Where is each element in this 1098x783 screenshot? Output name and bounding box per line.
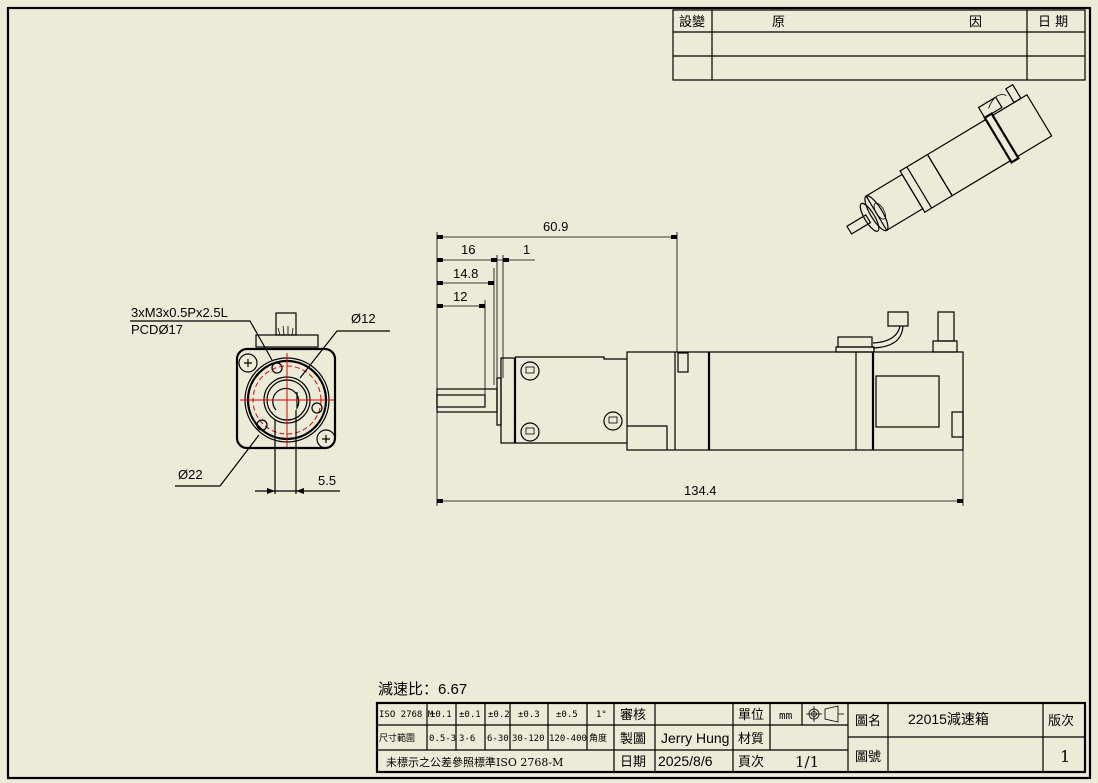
- projection-symbol-icon: [806, 705, 844, 723]
- tolerance-standard: ISO 2768 M: [379, 710, 434, 720]
- drawn-label: 製圖: [620, 732, 646, 747]
- thread-callout: 3xM3x0.5Px2.5L: [131, 305, 228, 320]
- dim-total-length: 134.4: [684, 483, 717, 498]
- revision-table: 設變 原 因 日 期: [672, 9, 1086, 81]
- rev-header-reason-2: 因: [969, 15, 982, 30]
- dim-shaft-dia: Ø12: [351, 311, 376, 326]
- dim-gearbox-length: 60.9: [543, 219, 568, 234]
- range-4: 30-120: [512, 734, 545, 744]
- title-block: ISO 2768 M ±0.1 ±0.1 ±0.2 ±0.3 ±0.5 1° 尺…: [375, 701, 1087, 774]
- date-label: 日期: [620, 755, 646, 770]
- unit-value: mm: [779, 709, 793, 722]
- version-value: 1: [1060, 747, 1070, 766]
- dim-flat: 5.5: [318, 473, 336, 488]
- range-2: 3-6: [459, 734, 475, 744]
- reduction-ratio: 減速比：6.67: [378, 681, 467, 698]
- dim-1: 1: [523, 242, 530, 257]
- drawing-name: 22015減速箱: [908, 711, 989, 727]
- dim-12: 12: [453, 289, 467, 304]
- rev-header-change: 設變: [679, 14, 705, 30]
- dim-16: 16: [461, 242, 475, 257]
- tolerance-1: ±0.1: [430, 710, 452, 720]
- version-label: 版次: [1048, 713, 1074, 729]
- front-view: 3xM3x0.5Px2.5L PCDØ17 Ø12 Ø22 5.5: [130, 305, 390, 494]
- rev-header-date: 日 期: [1038, 15, 1068, 30]
- tolerance-4: ±0.3: [518, 710, 540, 720]
- drawing-number-label: 圖號: [855, 750, 881, 765]
- dim-outer-dia: Ø22: [178, 467, 203, 482]
- range-label: 尺寸範圍: [379, 732, 415, 744]
- range-5: 120-400: [549, 734, 587, 744]
- drawing-name-label: 圖名: [855, 713, 881, 729]
- side-view: 60.9 16 1 14.8 12 134.4: [436, 219, 964, 506]
- tolerance-5: ±0.5: [556, 710, 578, 720]
- range-3: 6-30: [487, 734, 509, 744]
- dim-14-8: 14.8: [453, 266, 478, 281]
- material-label: 材質: [738, 732, 764, 747]
- tolerance-angle: 1°: [596, 710, 607, 720]
- date-value: 2025/8/6: [658, 753, 713, 769]
- range-1: 0.5-3: [429, 734, 456, 744]
- tolerance-2: ±0.1: [459, 710, 481, 720]
- pcd-callout: PCDØ17: [131, 322, 183, 337]
- isometric-view: [846, 83, 1053, 235]
- tolerance-note: 未標示之公差參照標準ISO 2768-M: [386, 755, 563, 769]
- sheet-border: [6, 6, 1092, 780]
- tolerance-3: ±0.2: [488, 710, 510, 720]
- range-angle: 角度: [589, 732, 607, 744]
- drawn-by: Jerry Hung: [661, 730, 729, 746]
- unit-label: 單位: [738, 708, 764, 723]
- rev-header-reason-1: 原: [772, 15, 785, 30]
- review-label: 審核: [620, 708, 646, 723]
- page-label: 頁次: [738, 754, 764, 770]
- page-value: 1/1: [795, 753, 819, 771]
